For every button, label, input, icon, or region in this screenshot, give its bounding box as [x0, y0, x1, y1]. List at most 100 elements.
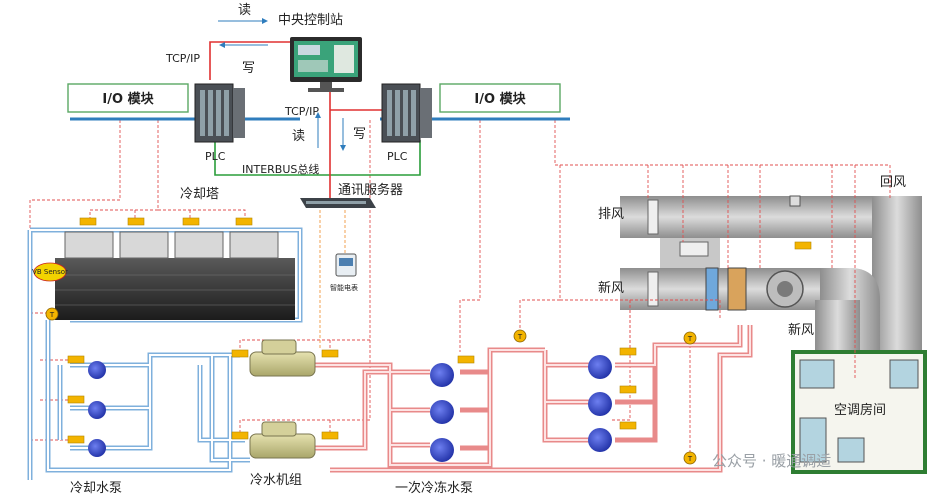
- status-tag: [67, 435, 85, 444]
- primary-pump: [430, 400, 454, 424]
- primary-pump-label: 一次冷冻水泵: [395, 480, 473, 496]
- room-furniture: [799, 359, 835, 389]
- status-tag: [79, 217, 97, 226]
- ac-room: 空调房间: [791, 350, 927, 474]
- cooling-tower-label: 冷却塔: [180, 187, 219, 202]
- cooling-pump: [88, 439, 106, 457]
- status-tag: [235, 217, 253, 226]
- read-v-arrow-head: [315, 112, 321, 118]
- control-wire: [519, 165, 561, 330]
- plc-left-label: PLC: [205, 150, 226, 163]
- fresh-air-upper-label: 新风: [598, 280, 624, 296]
- ac-room-label: 空调房间: [834, 402, 886, 418]
- status-tag: [794, 241, 812, 250]
- exhaust-air-label: 排风: [598, 207, 624, 222]
- watermark: 公众号 · 暖通调适: [712, 452, 831, 470]
- svg-text:T: T: [517, 333, 523, 341]
- status-tag: [619, 385, 637, 394]
- status-tag: [182, 217, 200, 226]
- flow-sensor: [33, 262, 67, 282]
- io-module-left-label: I/O 模块: [102, 91, 154, 107]
- cooling-pump: [88, 361, 106, 379]
- read-label: 读: [238, 3, 251, 18]
- return-duct-vertical: [872, 196, 922, 356]
- chilled-water-pipes: [315, 325, 753, 473]
- central-station-monitor: [290, 37, 362, 92]
- control-wiring: [29, 120, 891, 452]
- secondary-pumps: [588, 355, 612, 452]
- secondary-pump: [588, 428, 612, 452]
- tower-fan: [174, 231, 224, 259]
- control-wire: [158, 209, 246, 220]
- status-tag: [321, 349, 339, 358]
- status-tag: [67, 395, 85, 404]
- tower-fan: [229, 231, 279, 259]
- tower-fan: [64, 231, 114, 259]
- fresh-air-lower-label: 新风: [788, 322, 814, 338]
- cooling-tower-body: [55, 258, 295, 320]
- temp-sensor: T: [513, 329, 527, 343]
- control-wire: [610, 300, 631, 421]
- ductwork: [620, 195, 922, 356]
- mixing-damper: [679, 241, 709, 257]
- room-furniture: [837, 437, 865, 463]
- status-tag: [457, 355, 475, 364]
- status-tag: [619, 421, 637, 430]
- write-vertical-label: 写: [353, 127, 366, 142]
- comm-server-label: 通讯服务器: [338, 182, 403, 198]
- status-tag: [619, 347, 637, 356]
- tcp-ip-top-label: TCP/IP: [165, 52, 200, 65]
- primary-pump: [430, 363, 454, 387]
- comm-server: [300, 198, 376, 208]
- supply-duct-down: [815, 300, 860, 356]
- control-wire: [239, 339, 370, 352]
- interbus-label: INTERBUS总线: [242, 162, 319, 176]
- primary-pump: [430, 438, 454, 462]
- temp-sensor: T: [45, 307, 59, 321]
- svg-text:T: T: [687, 455, 693, 463]
- chiller-1: [249, 339, 316, 377]
- control-wire: [329, 340, 371, 434]
- svg-text:T: T: [687, 335, 693, 343]
- control-wire: [459, 120, 481, 352]
- room-furniture: [889, 359, 919, 389]
- plc-right: [381, 83, 432, 143]
- chiller-2: [249, 421, 316, 459]
- read-vertical-label: 读: [292, 129, 305, 144]
- duct-sensor: [789, 195, 801, 207]
- chilled-pipe: [615, 365, 658, 405]
- temp-sensor: T: [683, 331, 697, 345]
- temp-sensor: T: [683, 451, 697, 465]
- io-module-right-label: I/O 模块: [474, 91, 526, 107]
- cooling-pump: [88, 401, 106, 419]
- exhaust-return-duct: [620, 196, 890, 238]
- io-module-left: [67, 83, 189, 113]
- fresh-air-damper: [647, 271, 659, 307]
- control-wire: [89, 120, 159, 220]
- status-tag: [231, 349, 249, 358]
- tower-fan: [119, 231, 169, 259]
- write-v-arrow-head: [340, 145, 346, 151]
- status-tag: [127, 217, 145, 226]
- read-arrow-head: [262, 18, 268, 24]
- cooling-tower: [55, 231, 295, 320]
- central-station-label: 中央控制站: [278, 13, 343, 28]
- control-wire: [239, 419, 370, 434]
- interbus-line: [214, 140, 421, 176]
- control-wire: [554, 120, 891, 200]
- cooling-pump-label: 冷却水泵: [70, 481, 122, 496]
- return-air-label: 回风: [880, 175, 906, 190]
- plc-left: [194, 83, 245, 143]
- filter: [705, 267, 719, 311]
- chiller-label: 冷水机组: [250, 473, 302, 488]
- flow-sensor-label: VB Sensor: [32, 268, 68, 276]
- fan-hub: [777, 281, 793, 297]
- sensor-tags: [67, 217, 812, 444]
- cooling-pumps: [88, 361, 106, 457]
- primary-pumps: [430, 363, 454, 462]
- chilled-water-pipes-inner: [315, 325, 751, 471]
- chilled-pipe: [615, 402, 658, 443]
- cooling-pipe: [197, 365, 245, 443]
- secondary-pump: [588, 355, 612, 379]
